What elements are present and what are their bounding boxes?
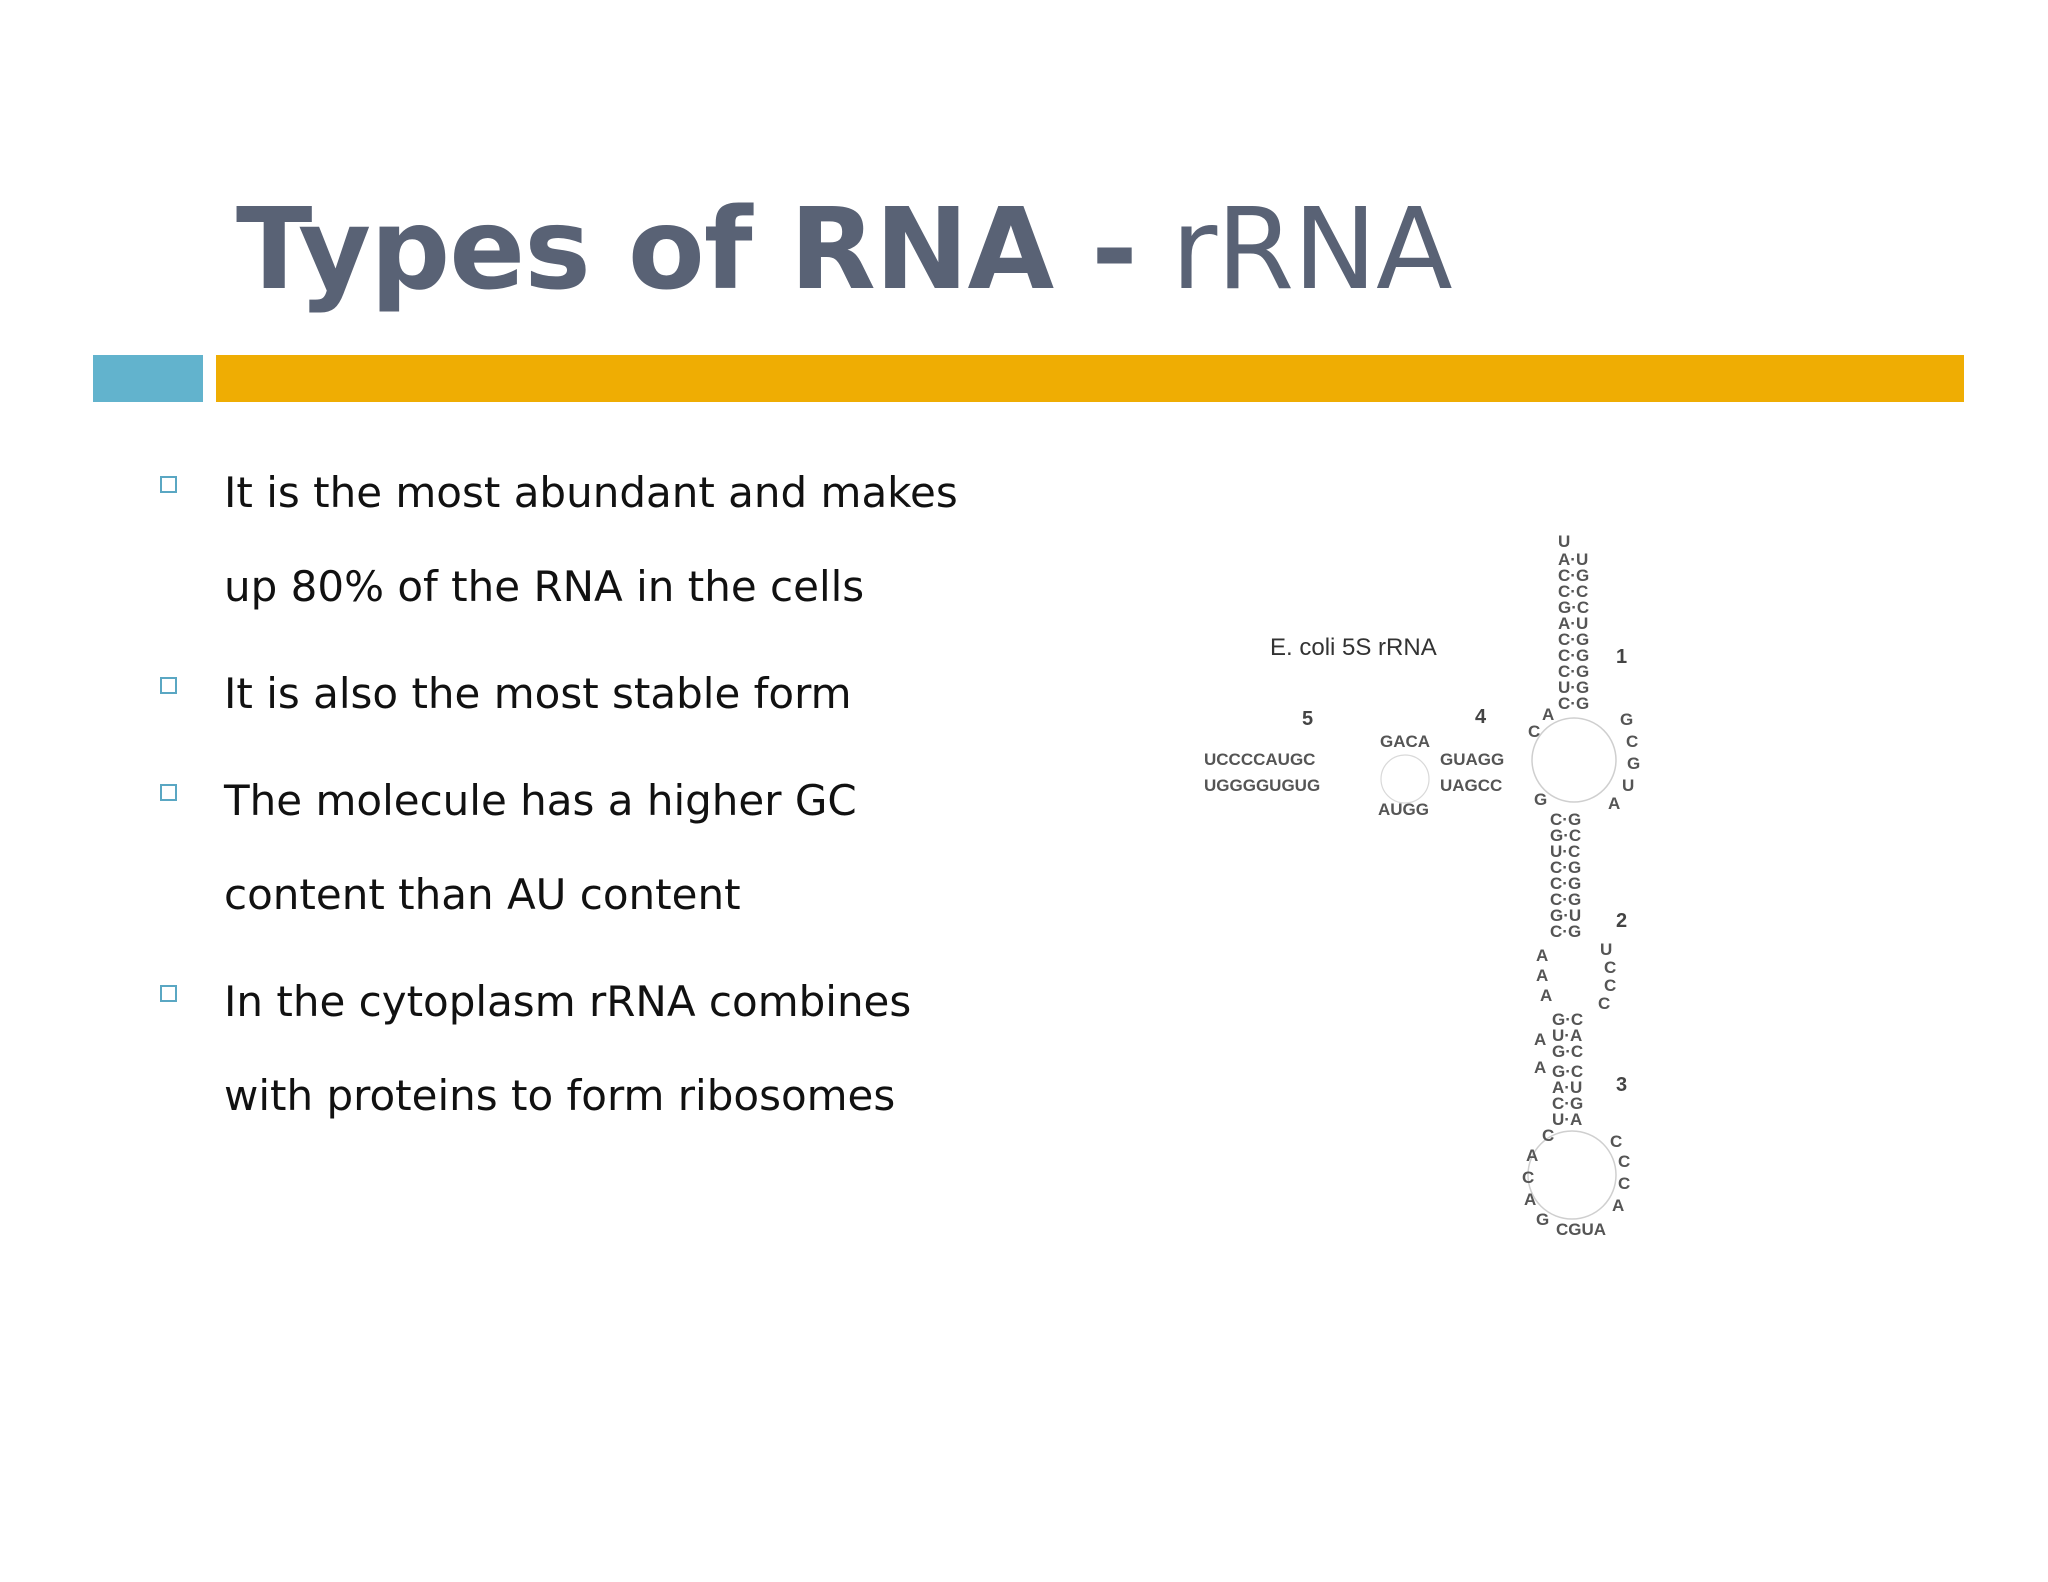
svg-text:U: U [1558, 532, 1570, 551]
helix-2: C·G G·C U·C C·G C·G C·G G·U C·G 2 [1550, 810, 1627, 941]
helix-4-5: GUAGG UAGCC UCCCCAUGC UGGGGUGUG GACA AUG… [1204, 706, 1504, 819]
svg-text:G: G [1620, 710, 1633, 729]
title-bold: Types of RNA - [236, 185, 1138, 315]
slide-title: Types of RNA - rRNA [236, 185, 1453, 315]
svg-text:A: A [1524, 1190, 1536, 1209]
svg-text:A: A [1526, 1146, 1538, 1165]
svg-text:A: A [1536, 946, 1548, 965]
svg-text:A: A [1612, 1196, 1624, 1215]
svg-text:UCCCCAUGC: UCCCCAUGC [1204, 750, 1315, 769]
svg-text:G·C: G·C [1552, 1062, 1583, 1081]
svg-text:A·U: A·U [1552, 1078, 1582, 1097]
bullet-text: In the cytoplasm rRNA combines with prot… [224, 977, 912, 1120]
svg-text:U·G: U·G [1558, 678, 1589, 697]
svg-text:U: U [1600, 940, 1612, 959]
svg-text:C: C [1542, 1126, 1554, 1145]
rrna-secondary-structure-figure: E. coli 5S rRNA U A·U C·G C·C G·C A·U C·… [1180, 525, 1680, 1300]
hairpin-loop [1527, 1130, 1617, 1220]
hollow-square-icon [160, 784, 177, 801]
svg-text:C: C [1528, 722, 1540, 741]
helix-1: U A·U C·G C·C G·C A·U C·G C·G C·G U·G C·… [1558, 532, 1627, 713]
bullet-text: It is also the most stable form [224, 669, 852, 718]
svg-text:A: A [1608, 794, 1620, 813]
svg-text:GACA: GACA [1380, 732, 1430, 751]
accent-bar-blue [93, 355, 203, 402]
svg-text:C·G: C·G [1558, 694, 1589, 713]
svg-text:C·G: C·G [1550, 874, 1581, 893]
helix-number: 3 [1616, 1074, 1627, 1096]
svg-text:CGUA: CGUA [1556, 1220, 1606, 1239]
figure-caption: E. coli 5S rRNA [1270, 634, 1437, 661]
svg-text:C·G: C·G [1558, 662, 1589, 681]
svg-text:C: C [1604, 958, 1616, 977]
svg-text:A: A [1536, 966, 1548, 985]
svg-text:UGGGGUGUG: UGGGGUGUG [1204, 776, 1320, 795]
svg-text:C·G: C·G [1558, 566, 1589, 585]
svg-text:C·G: C·G [1550, 890, 1581, 909]
svg-text:U·A: U·A [1552, 1026, 1582, 1045]
svg-text:C: C [1626, 732, 1638, 751]
svg-text:A: A [1540, 986, 1552, 1005]
svg-text:U·A: U·A [1552, 1110, 1582, 1129]
svg-text:G·C: G·C [1550, 826, 1581, 845]
svg-text:GUAGG: GUAGG [1440, 750, 1504, 769]
helix-number: 4 [1475, 706, 1487, 728]
svg-text:C·G: C·G [1558, 630, 1589, 649]
helix-3: G·C U·A G·C G·C A·U C·G U·A A A 3 [1534, 1010, 1627, 1129]
svg-text:C·G: C·G [1552, 1094, 1583, 1113]
svg-text:A: A [1542, 705, 1554, 724]
svg-text:C: C [1618, 1152, 1630, 1171]
bullet-item: It is the most abundant and makes up 80%… [160, 446, 1000, 634]
svg-text:C: C [1604, 976, 1616, 995]
svg-text:G·C: G·C [1558, 598, 1589, 617]
central-loop [1531, 717, 1617, 803]
bullet-text: The molecule has a higher GC content tha… [224, 776, 857, 919]
svg-text:C·G: C·G [1550, 922, 1581, 941]
svg-text:A: A [1534, 1030, 1546, 1049]
svg-text:G: G [1534, 790, 1547, 809]
svg-text:UAGCC: UAGCC [1440, 776, 1502, 795]
svg-text:C·G: C·G [1550, 858, 1581, 877]
svg-text:C·G: C·G [1550, 810, 1581, 829]
svg-text:C: C [1618, 1174, 1630, 1193]
accent-bar-gold [216, 355, 1964, 402]
svg-text:G·U: G·U [1550, 906, 1581, 925]
svg-text:C: C [1610, 1132, 1622, 1151]
svg-text:C: C [1598, 994, 1610, 1013]
svg-text:G: G [1536, 1210, 1549, 1229]
svg-text:G·C: G·C [1552, 1042, 1583, 1061]
svg-text:A: A [1534, 1058, 1546, 1077]
svg-text:AUGG: AUGG [1378, 800, 1429, 819]
bullet-text: It is the most abundant and makes up 80%… [224, 468, 958, 611]
hollow-square-icon [160, 476, 177, 493]
bullet-list: It is the most abundant and makes up 80%… [160, 446, 1000, 1156]
bullet-item: It is also the most stable form [160, 647, 1000, 741]
svg-text:G: G [1627, 754, 1640, 773]
hollow-square-icon [160, 677, 177, 694]
svg-text:C·C: C·C [1558, 582, 1588, 601]
helix-number: 5 [1302, 708, 1313, 730]
hollow-square-icon [160, 985, 177, 1002]
helix-number: 1 [1616, 646, 1627, 668]
helix-number: 2 [1616, 910, 1627, 932]
svg-text:U·C: U·C [1550, 842, 1580, 861]
svg-text:C·G: C·G [1558, 646, 1589, 665]
svg-text:A·U: A·U [1558, 614, 1588, 633]
bullet-item: In the cytoplasm rRNA combines with prot… [160, 955, 1000, 1143]
bullet-item: The molecule has a higher GC content tha… [160, 754, 1000, 942]
svg-text:U: U [1622, 776, 1634, 795]
svg-text:G·C: G·C [1552, 1010, 1583, 1029]
rrna-structure-diagram: E. coli 5S rRNA U A·U C·G C·C G·C A·U C·… [1204, 532, 1640, 1239]
svg-text:A·U: A·U [1558, 550, 1588, 569]
svg-text:C: C [1522, 1168, 1534, 1187]
title-light: rRNA [1136, 185, 1452, 315]
